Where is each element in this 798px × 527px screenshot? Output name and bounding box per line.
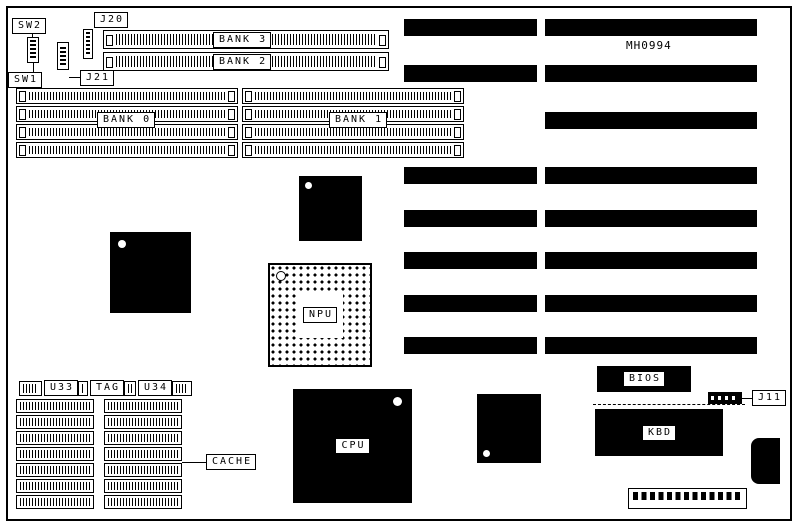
cache-sram-chip <box>16 463 94 477</box>
isa-slot-right <box>545 252 757 269</box>
cpu-chip: CPU <box>293 389 412 503</box>
isa-slot-right <box>545 112 757 129</box>
j11-pointer-line <box>742 398 752 399</box>
isa-slot-right <box>545 295 757 312</box>
simm-socket <box>16 88 238 104</box>
label-u34: U34 <box>138 380 173 396</box>
cache-sram-chip <box>19 381 42 396</box>
pin1-dot-icon <box>305 182 312 189</box>
cache-sram-chip <box>104 399 182 413</box>
board-outline <box>6 6 792 521</box>
isa-slot-right <box>545 210 757 227</box>
label-u33: U33 <box>44 380 79 396</box>
cache-sram-chip <box>104 479 182 493</box>
pin1-dot-icon <box>118 240 126 248</box>
cache-sram-chip <box>172 381 192 396</box>
isa-slot-right <box>545 167 757 184</box>
label-j20: J20 <box>94 12 129 28</box>
j21-pointer-line <box>69 77 80 78</box>
kbd-controller: KBD <box>595 409 723 456</box>
kbd-dashed-line <box>593 404 745 405</box>
cache-sram-chip <box>16 399 94 413</box>
jumper-j21-strip <box>57 42 69 70</box>
isa-slot-left <box>404 167 537 184</box>
cache-sram-chip <box>16 415 94 429</box>
label-npu: NPU <box>302 307 338 323</box>
cache-sram-chip <box>104 431 182 445</box>
cache-sram-chip <box>16 447 94 461</box>
label-sw1: SW1 <box>8 72 43 88</box>
cache-pointer-line <box>182 462 206 463</box>
keyboard-din-connector <box>751 438 780 484</box>
isa-slot-right <box>545 19 757 36</box>
label-cache: CACHE <box>206 454 257 470</box>
qfp-chip-center <box>299 176 362 241</box>
cache-sram-chip <box>104 415 182 429</box>
isa-slot-left <box>404 65 537 82</box>
qfp-chip-left <box>110 232 191 313</box>
cache-sram-chip <box>104 495 182 509</box>
label-j11: J11 <box>752 390 787 406</box>
cache-sram-chip <box>124 381 136 396</box>
label-kbd: KBD <box>641 424 677 441</box>
label-sw2: SW2 <box>12 18 47 34</box>
cache-sram-chip <box>16 495 94 509</box>
label-tag: TAG <box>90 380 125 396</box>
j11-connector <box>708 392 742 404</box>
pin1-dot-icon <box>393 397 402 406</box>
isa-slot-left <box>404 19 537 36</box>
label-bank1: BANK 1 <box>329 112 388 128</box>
board-id-text: MH0994 <box>626 39 672 52</box>
label-bank2: BANK 2 <box>213 54 272 70</box>
qfp-chip-lower-right <box>477 394 541 463</box>
pin-header-connector <box>628 488 747 509</box>
label-bios: BIOS <box>622 371 666 387</box>
simm-socket <box>242 142 464 158</box>
cache-sram-chip <box>78 381 88 396</box>
isa-slot-right <box>545 65 757 82</box>
simm-socket <box>16 142 238 158</box>
sw2-pointer-line <box>32 34 33 38</box>
label-bank3: BANK 3 <box>213 32 272 48</box>
label-j21: J21 <box>80 70 115 86</box>
cache-sram-chip <box>16 431 94 445</box>
cache-sram-chip <box>104 463 182 477</box>
isa-slot-left <box>404 252 537 269</box>
bios-chip: BIOS <box>597 366 691 392</box>
isa-slot-right <box>545 337 757 354</box>
pin1-dot-icon <box>483 450 490 457</box>
npu-socket: NPU <box>268 263 372 367</box>
cache-sram-chip <box>104 447 182 461</box>
isa-slot-left <box>404 337 537 354</box>
sw1-pointer-line <box>33 63 34 73</box>
dip-switch-sw <box>27 37 39 63</box>
label-bank0: BANK 0 <box>97 112 156 128</box>
isa-slot-left <box>404 210 537 227</box>
cache-sram-chip <box>16 479 94 493</box>
simm-socket <box>242 88 464 104</box>
isa-slot-left <box>404 295 537 312</box>
pin1-ring-icon <box>276 271 286 281</box>
jumper-j20-strip <box>83 29 93 59</box>
label-cpu: CPU <box>335 438 370 454</box>
